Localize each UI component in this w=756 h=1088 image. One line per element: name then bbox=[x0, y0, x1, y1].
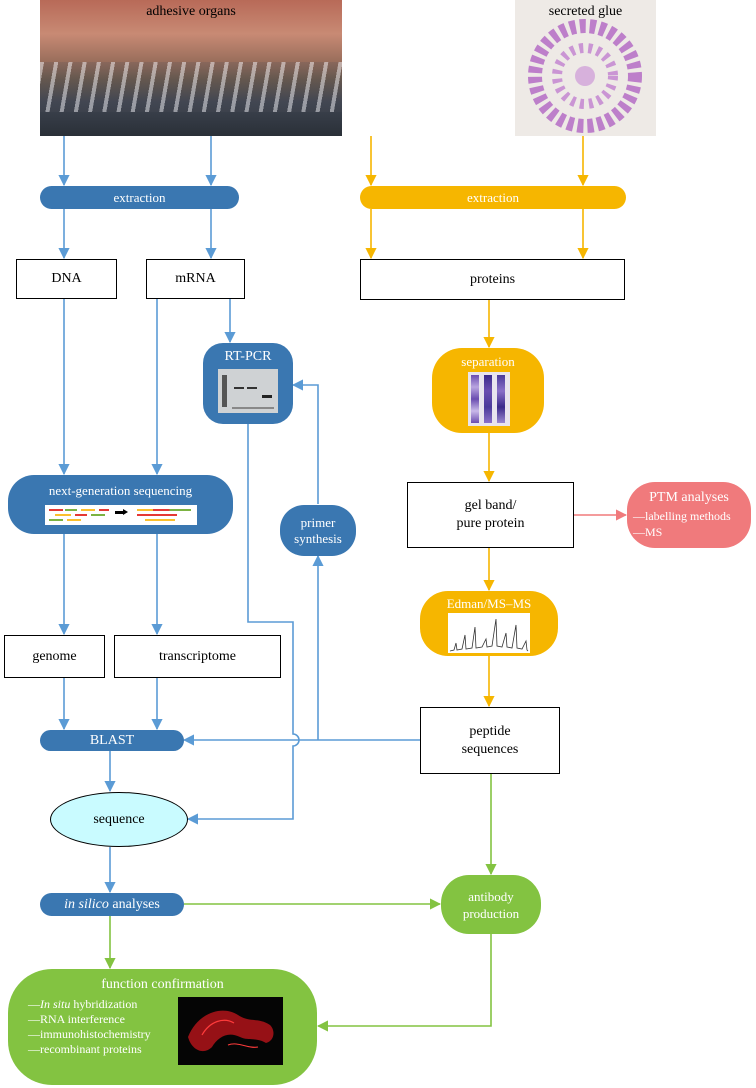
ptm-item-labelling: —labelling methods bbox=[633, 509, 731, 523]
gel-label-line1: gel band/ bbox=[464, 498, 517, 513]
rt-pcr-label: RT-PCR bbox=[224, 349, 272, 364]
genome-label: genome bbox=[32, 648, 77, 664]
in-silico-pill: in silico analyses bbox=[40, 893, 184, 916]
fc-item-rna-interference: —RNA interference bbox=[28, 1012, 125, 1026]
fluorescence-micrograph bbox=[178, 997, 283, 1065]
transcriptome-box: transcriptome bbox=[114, 635, 281, 678]
mrna-label: mRNA bbox=[175, 271, 216, 286]
glue-print-image bbox=[528, 19, 642, 133]
extraction-right-pill: extraction bbox=[360, 186, 626, 209]
gel-band-box: gel band/ pure protein bbox=[407, 482, 574, 548]
separation-gel-image bbox=[468, 372, 510, 426]
genome-box: genome bbox=[4, 635, 105, 678]
rt-pcr-node: RT-PCR bbox=[203, 343, 293, 424]
edman-node: Edman/MS–MS bbox=[420, 591, 558, 656]
ptm-item-ms: —MS bbox=[633, 525, 663, 539]
sequence-ellipse: sequence bbox=[50, 792, 188, 847]
proteins-box: proteins bbox=[360, 259, 625, 300]
function-title: function confirmation bbox=[101, 977, 224, 992]
in-silico-rest: analyses bbox=[108, 896, 160, 912]
ngs-node: next-generation sequencing bbox=[8, 475, 233, 534]
arrow-rtpcr-sequence bbox=[186, 424, 300, 825]
in-silico-italic: in silico bbox=[64, 896, 109, 912]
arrow-antibody-function bbox=[316, 934, 492, 1032]
extraction-right-label: extraction bbox=[467, 189, 519, 205]
tube-feet-texture bbox=[40, 62, 342, 112]
fc-item-in-situ-rest: hybridization bbox=[70, 997, 138, 1011]
fc-item-in-situ: —In situ hybridization bbox=[28, 997, 137, 1012]
extraction-left-label: extraction bbox=[113, 189, 166, 205]
gel-label-line2: pure protein bbox=[456, 516, 525, 531]
antibody-label-line1: antibody bbox=[468, 888, 514, 904]
peptide-label-line1: peptide bbox=[469, 723, 511, 739]
blast-pill: BLAST bbox=[40, 730, 184, 751]
fc-item-recombinant-proteins: —recombinant proteins bbox=[28, 1042, 142, 1056]
function-confirmation-node: function confirmation —In situ hybridiza… bbox=[8, 969, 317, 1085]
ngs-reads-image bbox=[45, 505, 197, 525]
peptide-label-line2: sequences bbox=[461, 741, 519, 757]
peptide-sequences-box: peptide sequences bbox=[420, 707, 560, 774]
mass-spectrum-image bbox=[448, 613, 530, 653]
sequence-label: sequence bbox=[93, 811, 145, 827]
ptm-analyses-node: PTM analyses —labelling methods —MS bbox=[627, 482, 751, 548]
extraction-left-pill: extraction bbox=[40, 186, 239, 209]
proteins-label: proteins bbox=[469, 271, 516, 287]
adhesive-organs-photo: adhesive organs bbox=[40, 0, 342, 136]
adhesive-organs-label: adhesive organs bbox=[146, 4, 236, 19]
transcriptome-label: transcriptome bbox=[159, 648, 236, 664]
fc-item-in-situ-dash: — bbox=[28, 997, 40, 1011]
primer-synthesis-node: primer synthesis bbox=[280, 505, 356, 556]
fc-item-in-situ-italic: In situ bbox=[40, 997, 71, 1011]
secreted-glue-label: secreted glue bbox=[548, 4, 623, 19]
dna-box: DNA bbox=[16, 259, 117, 299]
ngs-label: next-generation sequencing bbox=[48, 483, 193, 498]
primer-label-line1: primer bbox=[300, 514, 336, 530]
fc-item-immunohistochemistry: —immunohistochemistry bbox=[28, 1027, 151, 1041]
separation-label: separation bbox=[461, 354, 515, 369]
dna-label: DNA bbox=[51, 271, 82, 286]
antibody-production-node: antibody production bbox=[441, 875, 541, 934]
rt-pcr-gel-image bbox=[218, 369, 278, 413]
primer-label-line2: synthesis bbox=[294, 530, 342, 546]
mrna-box: mRNA bbox=[146, 259, 245, 299]
separation-node: separation bbox=[432, 348, 544, 433]
antibody-label-line2: production bbox=[462, 905, 520, 921]
blast-label: BLAST bbox=[89, 732, 135, 748]
secreted-glue-photo: secreted glue bbox=[515, 0, 656, 136]
ptm-title: PTM analyses bbox=[649, 490, 729, 505]
edman-label: Edman/MS–MS bbox=[446, 596, 532, 611]
arrow-primer-rtpcr bbox=[291, 379, 319, 504]
